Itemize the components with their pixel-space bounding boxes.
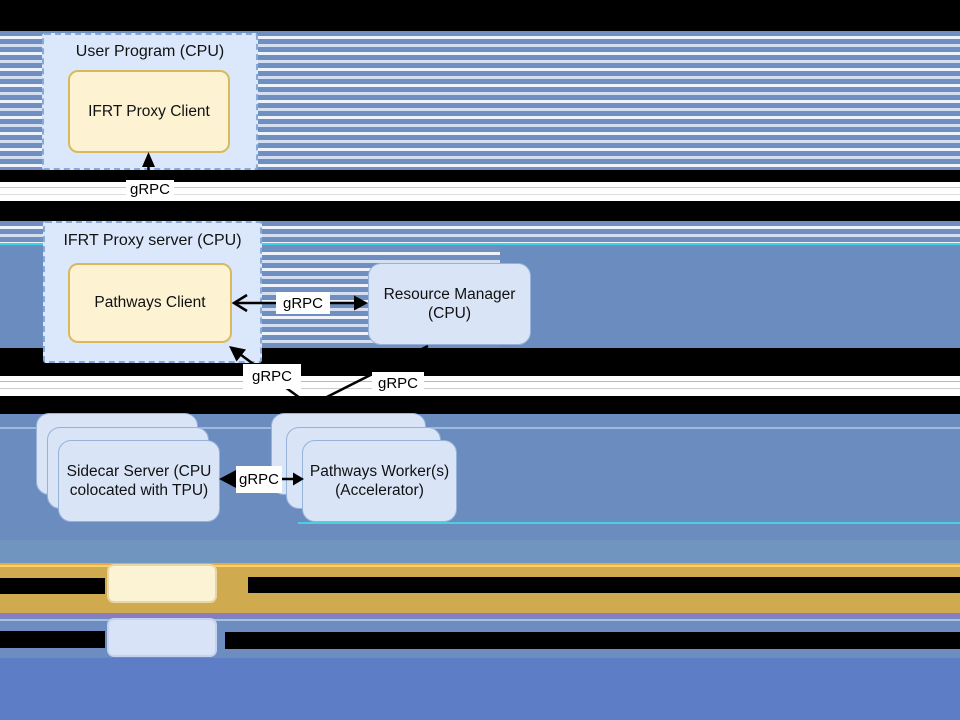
legend-swatch-yellow — [107, 564, 217, 603]
user-program-title: User Program (CPU) — [75, 43, 225, 60]
sidecar-server-node: Sidecar Server (CPU colocated with TPU) — [58, 440, 220, 522]
grpc-label-client-workers: gRPC — [243, 364, 301, 389]
artifact-line — [0, 427, 960, 429]
proxy-server-title: IFRT Proxy server (CPU) — [63, 232, 242, 249]
workers-label-line1: Pathways Worker(s) — [309, 463, 450, 480]
cyan-artifact-line — [0, 243, 960, 245]
cyan-artifact-line — [298, 522, 960, 524]
pathways-workers-node: Pathways Worker(s) (Accelerator) — [302, 440, 457, 522]
scanline — [0, 187, 960, 188]
grpc-label-top: gRPC — [126, 180, 174, 199]
artifact-line — [0, 619, 960, 621]
scanline — [0, 194, 960, 195]
sidecar-label-line2: colocated with TPU) — [69, 482, 209, 499]
scanline — [0, 388, 960, 389]
legend-redacted-bar — [248, 577, 960, 593]
resource-manager-label-line1: Resource Manager — [383, 286, 516, 303]
gold-top-line — [0, 563, 960, 565]
grpc-label-client-rm: gRPC — [276, 292, 330, 314]
background-band-black — [0, 396, 960, 414]
grpc-label-rm-workers: gRPC — [372, 372, 424, 394]
workers-label-line2: (Accelerator) — [335, 482, 424, 499]
legend-redacted-bar — [0, 631, 105, 648]
grpc-label-sidecar-workers: gRPC — [236, 466, 282, 493]
resource-manager-label-line2: (CPU) — [427, 305, 472, 322]
background-band-black — [0, 201, 960, 221]
background-band-white — [0, 182, 960, 201]
background-band-white — [0, 376, 960, 396]
background-band-grayblue — [0, 540, 960, 563]
background-band-bottom-blue — [0, 658, 960, 720]
gold-top-line — [0, 565, 960, 567]
scanline — [0, 381, 960, 382]
background-band-black — [0, 170, 960, 182]
resource-manager-node: Resource Manager (CPU) — [368, 263, 531, 345]
pathways-client-label: Pathways Client — [94, 294, 206, 311]
ifrt-proxy-client-node: IFRT Proxy Client — [68, 70, 230, 153]
pathways-client-node: Pathways Client — [68, 263, 232, 343]
legend-redacted-bar — [225, 632, 960, 649]
sidecar-label-line1: Sidecar Server (CPU — [66, 463, 212, 480]
ifrt-proxy-client-label: IFRT Proxy Client — [88, 102, 210, 120]
background-band-black-top — [0, 0, 960, 31]
purple-artifact-line — [0, 613, 960, 617]
legend-redacted-bar — [0, 578, 105, 594]
legend-swatch-blue — [107, 618, 217, 657]
